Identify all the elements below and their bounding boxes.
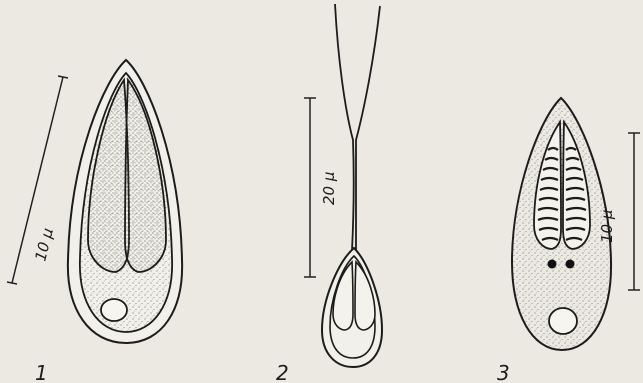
scale-bar-3	[628, 133, 640, 290]
scale-label-3: 10 μ	[598, 210, 616, 243]
vacuole-3	[549, 308, 577, 334]
figure-3: 10 μ 3	[497, 98, 640, 383]
figure-number-1: 1	[35, 361, 48, 383]
scale-label-1: 10 μ	[31, 226, 57, 263]
scale-bar-2	[304, 98, 316, 277]
scale-label-2: 20 μ	[320, 172, 338, 205]
spore-2-tail-left	[335, 4, 354, 250]
figure-2: 20 μ 2	[276, 4, 382, 383]
figure-1: 10 μ 1	[7, 60, 182, 383]
figure-number-2: 2	[276, 361, 289, 383]
vacuole-1	[101, 299, 127, 321]
spore-2-tail-right	[356, 6, 380, 250]
nucleus-3-right	[566, 260, 575, 269]
figure-number-3: 3	[497, 361, 510, 383]
nucleus-3-left	[548, 260, 557, 269]
